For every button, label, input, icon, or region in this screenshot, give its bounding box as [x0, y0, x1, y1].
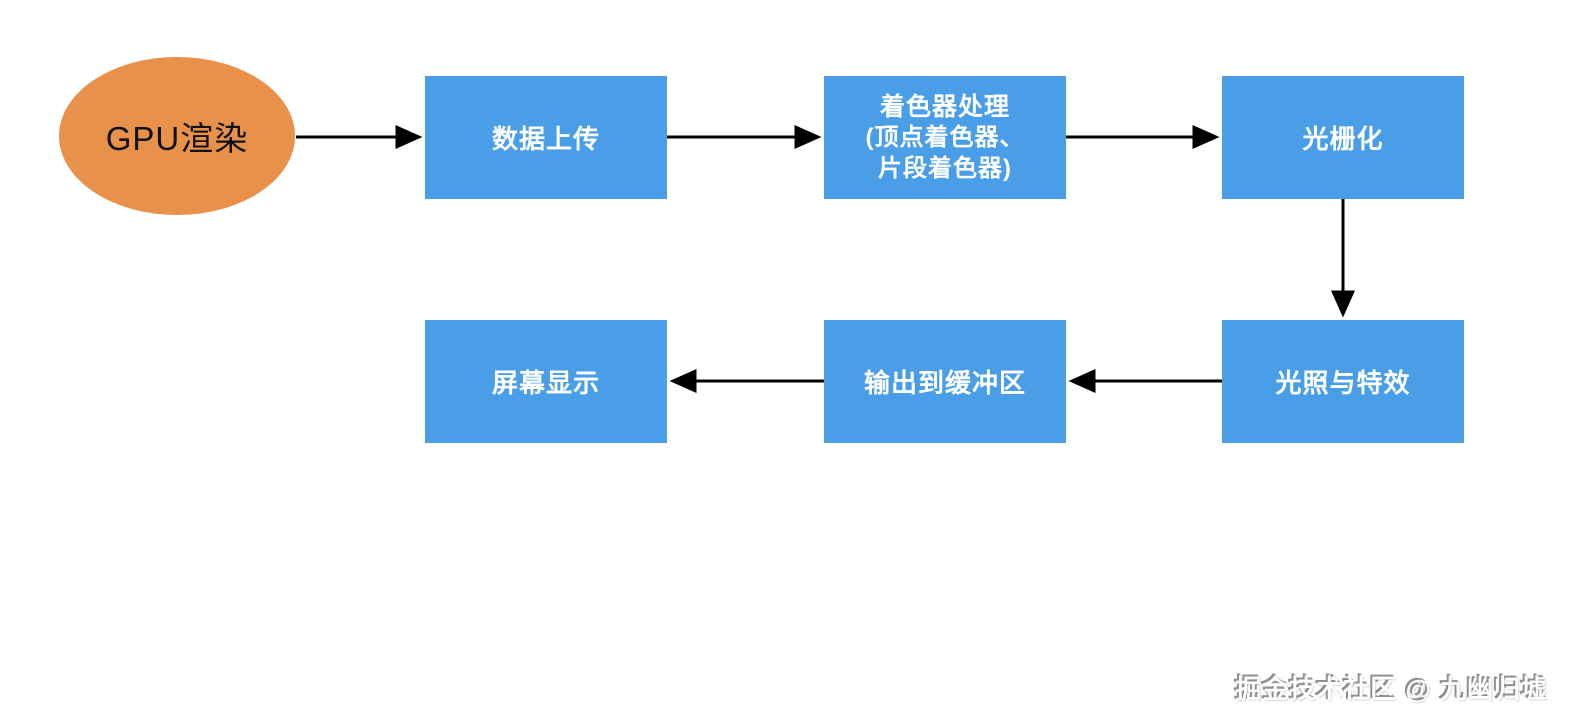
node-screen-display: 屏幕显示	[425, 320, 667, 443]
shader-label-line1: 着色器处理	[879, 92, 1010, 121]
node-rasterization-label: 光栅化	[1302, 124, 1384, 154]
node-gpu-render-label: GPU渲染	[105, 120, 249, 157]
node-lighting-effects-label: 光照与特效	[1275, 368, 1411, 398]
node-rasterization: 光栅化	[1222, 76, 1464, 199]
node-output-buffer-label: 输出到缓冲区	[863, 368, 1026, 398]
watermark-text: 掘金技术社区 @ 九幽归墟	[1235, 674, 1548, 704]
node-screen-display-label: 屏幕显示	[491, 368, 600, 398]
node-lighting-effects: 光照与特效	[1222, 320, 1464, 443]
node-shader-processing: 着色器处理 (顶点着色器、 片段着色器)	[824, 76, 1066, 199]
node-data-upload-label: 数据上传	[491, 124, 600, 154]
node-output-buffer: 输出到缓冲区	[824, 320, 1066, 443]
shader-label-line2: (顶点着色器、	[865, 123, 1025, 151]
shader-label-line3: 片段着色器)	[878, 154, 1012, 182]
node-data-upload: 数据上传	[425, 76, 667, 199]
node-gpu-render: GPU渲染	[59, 57, 295, 215]
node-shader-processing-label: 着色器处理 (顶点着色器、 片段着色器)	[866, 91, 1025, 184]
